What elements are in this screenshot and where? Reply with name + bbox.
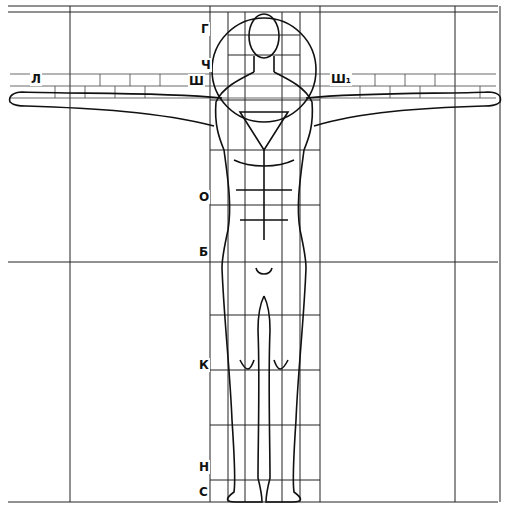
human-figure (10, 14, 501, 502)
proportion-letter: Ш₁ (330, 72, 352, 86)
proportion-letter: О (198, 190, 210, 204)
grid-lines (8, 6, 500, 502)
proportion-letter: Л (30, 72, 42, 86)
proportion-letter: Б (198, 245, 209, 259)
proportion-letter: Ш (188, 74, 205, 88)
brick-band (10, 74, 496, 98)
proportion-letter: Н (198, 460, 210, 474)
proportion-letter: К (198, 358, 210, 372)
proportion-letter: Г (200, 22, 210, 36)
proportion-letter: Ч (200, 58, 212, 72)
proportion-letter: С (198, 485, 209, 499)
